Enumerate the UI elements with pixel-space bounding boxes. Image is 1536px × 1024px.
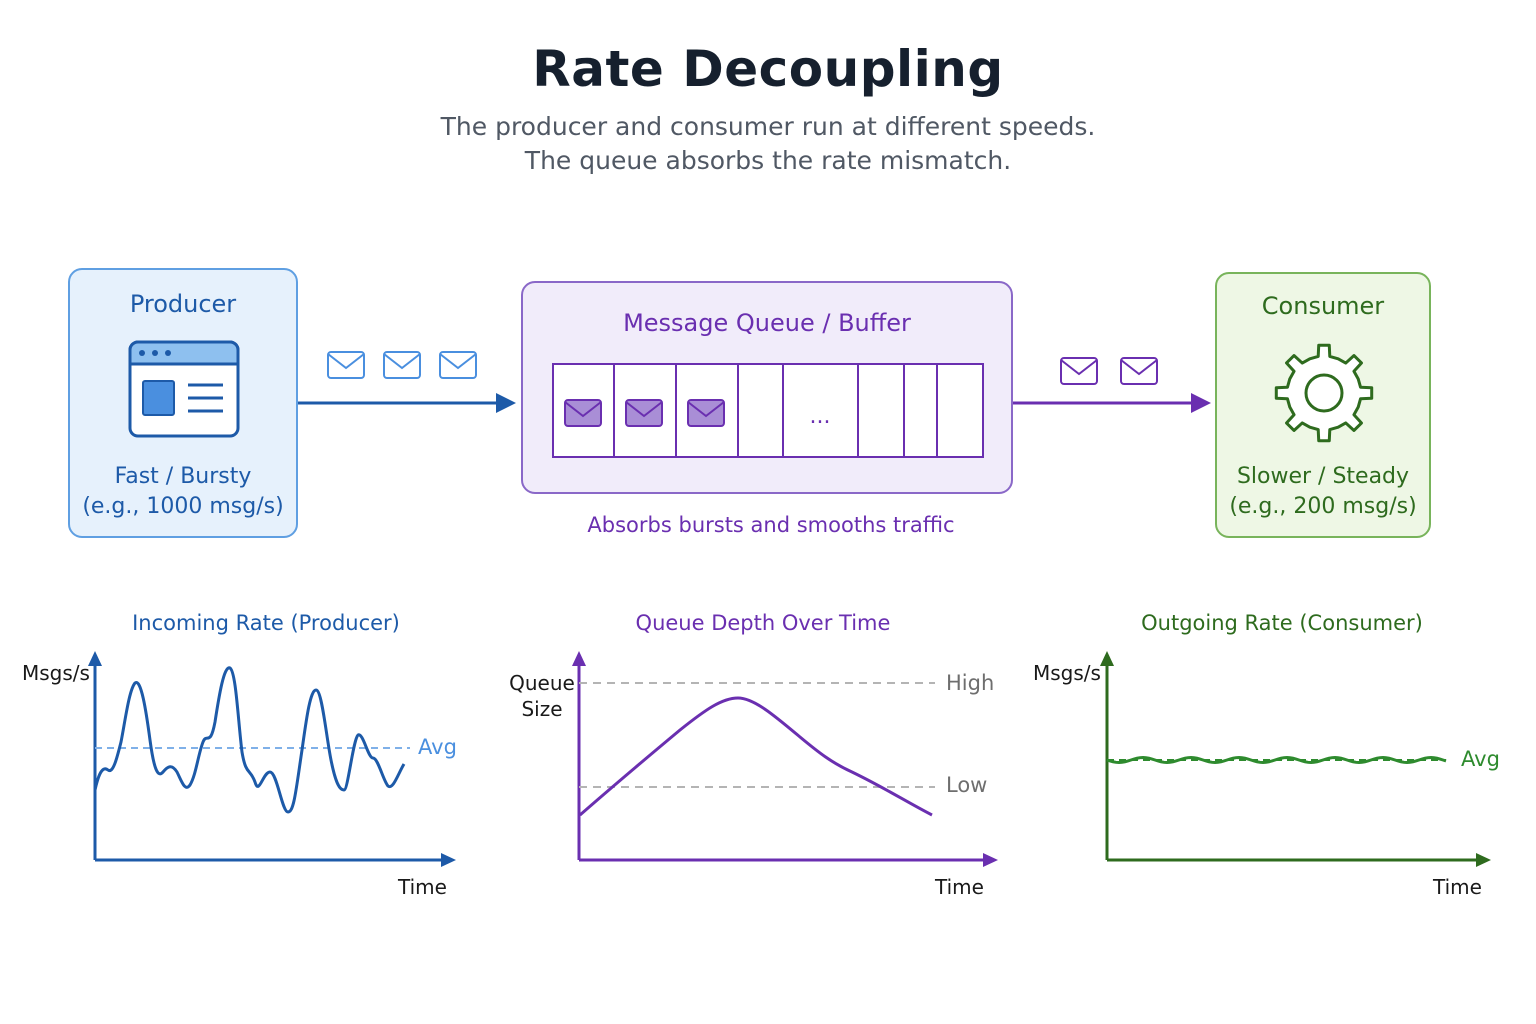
subtitle-line-2: The queue absorbs the rate mismatch. (524, 146, 1012, 175)
queue-ellipsis: ... (810, 404, 831, 429)
queue-slots: ... (552, 363, 984, 458)
queue-depth-chart (572, 651, 998, 867)
consumer-box: Consumer Slower / Steady (e.g., 200 msg/… (1215, 272, 1431, 538)
consumer-title: Consumer (1261, 292, 1385, 320)
gear-icon (1274, 343, 1374, 443)
queued-message-icon (564, 399, 602, 427)
queued-message-icon (687, 399, 725, 427)
outgoing-rate-line (1106, 755, 1447, 765)
incoming-rate-line (93, 666, 406, 814)
depth-high-label: High (946, 671, 995, 695)
depth-xlabel: Time (935, 875, 984, 899)
queue-box: Message Queue / Buffer ... (521, 281, 1013, 494)
producer-title: Producer (129, 290, 237, 318)
queue-caption: Absorbs bursts and smooths traffic (587, 513, 955, 537)
queue-to-consumer-arrow (1013, 393, 1211, 413)
queue-depth-chart-title: Queue Depth Over Time (635, 611, 891, 635)
producer-rate-line-2: (e.g., 1000 msg/s) (82, 494, 284, 519)
consumer-rate-line-1: Slower / Steady (1236, 464, 1410, 489)
queue-depth-line (579, 696, 933, 817)
message-icon (383, 351, 421, 379)
subtitle-line-1: The producer and consumer run at differe… (440, 112, 1096, 141)
outgoing-ylabel: Msgs/s (1033, 661, 1101, 685)
message-icon (439, 351, 477, 379)
outgoing-avg-label: Avg (1461, 747, 1500, 771)
outgoing-rate-chart (1100, 651, 1491, 867)
depth-low-label: Low (946, 773, 988, 797)
browser-window-icon (128, 340, 240, 438)
incoming-rate-chart (88, 651, 456, 867)
message-icon (1120, 357, 1158, 385)
incoming-rate-chart-title: Incoming Rate (Producer) (132, 611, 400, 635)
depth-ylabel-line-2: Size (521, 697, 563, 721)
outgoing-rate-chart-title: Outgoing Rate (Consumer) (1141, 611, 1423, 635)
incoming-ylabel: Msgs/s (22, 661, 90, 685)
producer-rate-line-1: Fast / Bursty (114, 464, 252, 489)
page-title: Rate Decoupling (532, 40, 1004, 98)
incoming-avg-label: Avg (418, 735, 457, 759)
message-icon (1060, 357, 1098, 385)
consumer-rate-line-2: (e.g., 200 msg/s) (1229, 494, 1417, 519)
incoming-xlabel: Time (398, 875, 447, 899)
queued-message-icon (625, 399, 663, 427)
depth-ylabel-line-1: Queue (509, 671, 575, 695)
outgoing-xlabel: Time (1433, 875, 1482, 899)
producer-to-queue-arrow (298, 393, 516, 413)
message-icon (327, 351, 365, 379)
producer-box: Producer Fast / Bursty (e.g., 1000 msg/s… (68, 268, 298, 538)
queue-title: Message Queue / Buffer (623, 309, 911, 337)
